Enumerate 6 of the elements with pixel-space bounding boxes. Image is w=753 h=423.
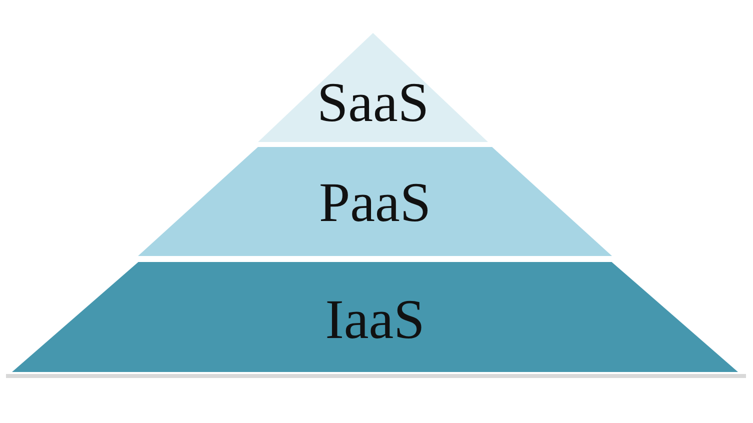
tier-label: SaaS <box>317 73 429 133</box>
pyramid-tier <box>138 147 612 256</box>
pyramid-tier <box>258 33 488 142</box>
tier-label: PaaS <box>319 173 431 233</box>
tier-label: IaaS <box>325 290 425 350</box>
pyramid-tier <box>12 262 738 372</box>
